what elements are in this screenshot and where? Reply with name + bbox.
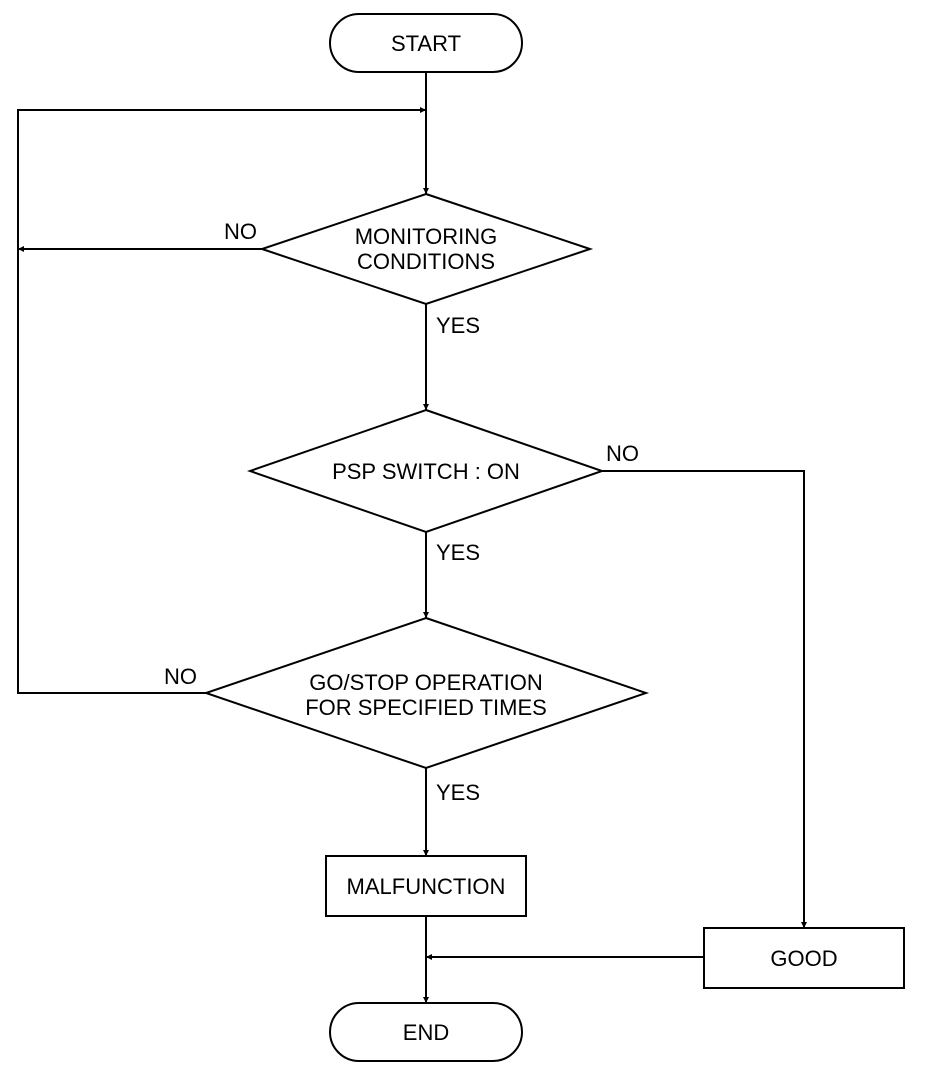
monitoring-line2: CONDITIONS	[357, 249, 495, 274]
go-stop-line1: GO/STOP OPERATION	[309, 670, 543, 695]
go-stop-yes-label: YES	[436, 780, 480, 805]
psp-no-label: NO	[606, 441, 639, 466]
go-stop-no-label: NO	[164, 664, 197, 689]
psp-yes-label: YES	[436, 540, 480, 565]
end-terminal: END	[329, 1002, 523, 1062]
start-terminal: START	[329, 13, 523, 73]
psp-line1: PSP SWITCH : ON	[332, 459, 520, 484]
monitoring-line1: MONITORING	[355, 224, 498, 249]
good-label: GOOD	[770, 946, 837, 971]
decision-go-stop: GO/STOP OPERATION FOR SPECIFIED TIMES	[202, 616, 650, 770]
malfunction-label: MALFUNCTION	[347, 874, 506, 899]
loop-back-line	[17, 107, 426, 694]
process-good: GOOD	[703, 927, 905, 989]
go-stop-line2: FOR SPECIFIED TIMES	[305, 695, 547, 720]
start-label: START	[391, 31, 461, 56]
decision-psp-switch: PSP SWITCH : ON	[246, 408, 606, 534]
end-label: END	[403, 1020, 449, 1045]
decision-monitoring-conditions: MONITORING CONDITIONS	[258, 192, 594, 306]
monitoring-yes-label: YES	[436, 313, 480, 338]
process-malfunction: MALFUNCTION	[325, 855, 527, 917]
monitoring-no-label: NO	[224, 219, 257, 244]
connector-psp-no	[602, 470, 807, 928]
